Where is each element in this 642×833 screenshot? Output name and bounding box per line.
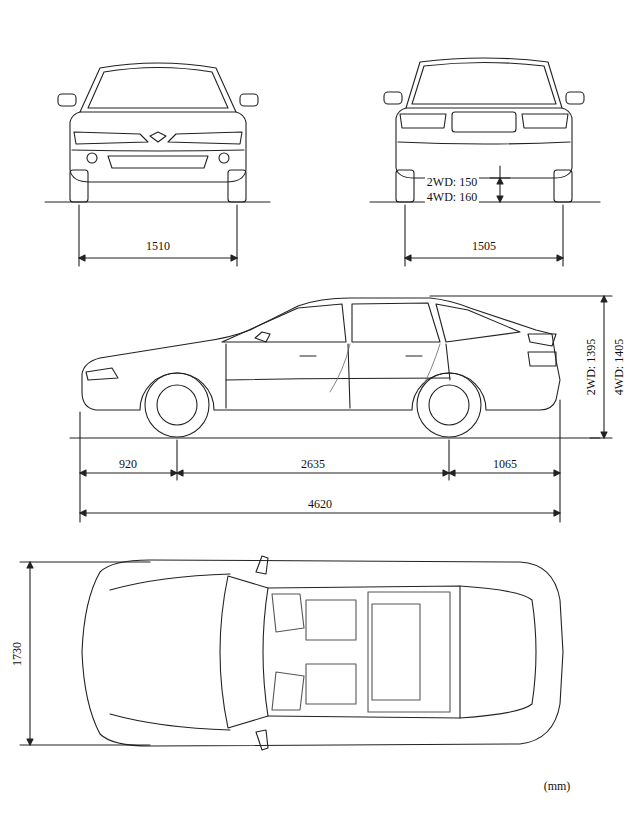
top-view-line — [20, 561, 150, 562]
side-view-line — [430, 295, 612, 296]
rear-view-line — [554, 170, 572, 202]
side-view-line — [79, 412, 80, 522]
rear-view-line — [497, 178, 503, 202]
side-view-line — [448, 440, 449, 480]
front-view-line — [79, 257, 237, 258]
front-view-line — [70, 170, 88, 202]
top-view-line — [368, 592, 450, 712]
side-view-line — [300, 355, 422, 356]
side-view-line — [559, 400, 560, 522]
front-view-line — [79, 255, 237, 261]
rear-view-line — [522, 114, 568, 128]
side-view-line — [226, 344, 450, 408]
front-view-line — [70, 112, 246, 182]
top-view-line — [20, 744, 150, 745]
side-view — [70, 296, 612, 522]
side-view-line — [80, 512, 560, 513]
front-view-line — [219, 153, 229, 163]
rear-view-line — [398, 142, 570, 144]
side-view-line — [528, 334, 556, 346]
side-view-line — [80, 472, 560, 473]
side-view-line — [255, 332, 270, 342]
side-view-line — [70, 437, 600, 438]
front-view-line — [58, 94, 76, 106]
rear-view-line — [405, 257, 563, 258]
rear-view-line — [406, 58, 562, 108]
rear-view-line — [400, 114, 446, 128]
dimension-label: 2635 — [299, 457, 327, 471]
rear-view-line — [396, 108, 572, 178]
side-view-line — [176, 440, 177, 480]
side-view-line — [157, 385, 197, 425]
dimension-label: (mm) — [542, 779, 573, 793]
dimension-label: 2WD: 1395 — [584, 337, 598, 397]
rear-view — [370, 58, 600, 266]
top-view-line — [110, 574, 230, 730]
top-view-line — [27, 562, 33, 745]
front-view — [45, 63, 270, 266]
rear-view-line — [396, 170, 414, 202]
front-view-line — [80, 63, 236, 112]
front-view-line — [240, 94, 258, 106]
top-view-line — [460, 586, 536, 718]
rear-view-line — [452, 112, 516, 132]
top-view-line — [268, 586, 460, 718]
side-view-line — [601, 296, 607, 438]
dimension-label: 1510 — [144, 239, 172, 253]
side-view-line — [436, 304, 520, 342]
top-view-line — [82, 560, 563, 746]
top-view-line — [306, 600, 356, 704]
front-view-line — [150, 132, 166, 142]
dimension-label: 4WD: 160 — [425, 190, 479, 204]
side-view-line — [352, 303, 440, 342]
dimension-label: 1505 — [470, 239, 498, 253]
rear-view-line — [405, 255, 563, 261]
front-view-line — [108, 156, 208, 168]
side-view-line — [603, 296, 604, 438]
side-view-line — [145, 373, 209, 437]
top-view-line — [272, 594, 304, 710]
top-view — [20, 556, 563, 750]
front-view-line — [78, 205, 79, 266]
dimension-label: 4620 — [306, 497, 334, 511]
top-view-line — [256, 556, 268, 574]
front-view-line — [72, 150, 244, 151]
front-view-line — [228, 170, 246, 202]
top-view-line — [220, 576, 268, 728]
rear-view-line — [384, 92, 402, 104]
front-view-line — [236, 205, 237, 266]
top-view-line — [256, 730, 268, 750]
side-view-line — [417, 373, 481, 437]
side-view-line — [429, 385, 469, 425]
rear-view-line — [562, 205, 563, 266]
rear-view-line — [404, 205, 405, 266]
side-view-line — [528, 352, 556, 366]
rear-view-line — [412, 63, 556, 105]
side-view-line — [222, 304, 346, 342]
front-view-line — [88, 68, 228, 109]
front-view-line — [74, 132, 148, 144]
dimension-label: 4WD: 1405 — [612, 337, 626, 397]
side-view-line — [86, 368, 118, 380]
top-view-line — [372, 604, 420, 700]
dimension-label: 920 — [117, 457, 139, 471]
front-view-line — [87, 153, 97, 163]
side-view-line — [590, 437, 612, 438]
front-view-line — [168, 132, 242, 144]
side-view-line — [82, 298, 560, 410]
dimension-label: 1730 — [10, 640, 24, 668]
dimension-label: 2WD: 150 — [425, 175, 479, 189]
top-view-line — [29, 562, 30, 745]
rear-view-line — [566, 92, 584, 104]
dimension-label: 1065 — [491, 457, 519, 471]
